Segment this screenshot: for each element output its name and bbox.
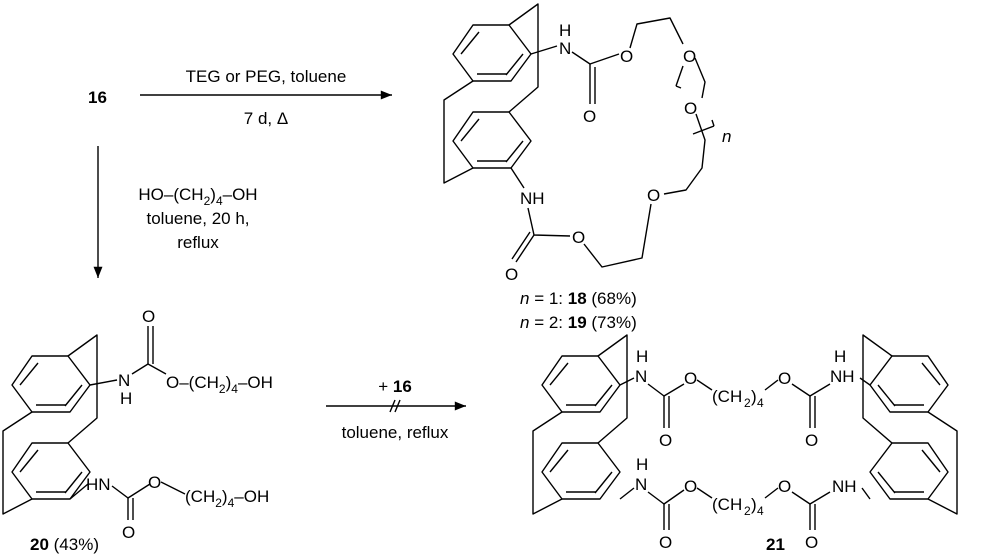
compound-16-label: 16: [88, 88, 107, 107]
svg-text:4: 4: [757, 504, 764, 518]
svg-text:H: H: [120, 389, 132, 408]
svg-text:O: O: [805, 431, 818, 450]
svg-text:N: N: [635, 367, 647, 386]
down-arrow-conditions: reflux: [177, 233, 219, 252]
top-arrow-conditions: TEG or PEG, toluene: [186, 67, 347, 86]
svg-text:N: N: [118, 371, 130, 390]
svg-text:O: O: [659, 431, 672, 450]
svg-text:H: H: [559, 21, 571, 40]
compound-20-label: 20 (43%): [30, 535, 99, 554]
svg-text:NH: NH: [520, 189, 545, 208]
svg-text:O: O: [647, 186, 660, 205]
svg-text:4: 4: [757, 396, 764, 410]
svg-text:O: O: [148, 473, 161, 492]
svg-text:N: N: [635, 475, 647, 494]
svg-text:O: O: [683, 47, 696, 66]
svg-text:O: O: [122, 523, 135, 542]
svg-text:O: O: [805, 533, 818, 552]
svg-text:O: O: [684, 369, 697, 388]
compound-19-label: n = 2: 19 (73%): [520, 313, 637, 332]
svg-text:): ): [751, 495, 757, 514]
svg-text:O: O: [142, 307, 155, 326]
svg-text:O: O: [583, 107, 596, 126]
svg-text:N: N: [559, 39, 571, 58]
compound-20-structure: N H O O–(CH2)4–OH HN O O (CH2)4–OH: [2, 307, 273, 542]
compound-21-label: 21: [766, 535, 785, 554]
svg-text:O: O: [659, 533, 672, 552]
bottom-arrow-conditions: toluene, reflux: [342, 423, 449, 442]
svg-text:O: O: [684, 99, 697, 118]
svg-text:(CH: (CH: [712, 495, 742, 514]
svg-text:O: O: [778, 369, 791, 388]
compound-20-chain-bottom: (CH2)4–OH: [185, 487, 269, 510]
svg-text:H: H: [636, 455, 648, 474]
svg-text:HN: HN: [86, 475, 111, 494]
svg-text:O: O: [778, 477, 791, 496]
svg-text:(CH: (CH: [712, 387, 742, 406]
svg-text:NH: NH: [832, 477, 857, 496]
svg-text:O: O: [505, 265, 518, 284]
compound-18-19-structure: H N O O O O n O O NH O: [443, 3, 731, 284]
svg-text:NH: NH: [830, 367, 855, 386]
top-arrow-time: 7 d, Δ: [244, 109, 288, 128]
svg-text:O: O: [684, 477, 697, 496]
down-arrow-solvent: toluene, 20 h,: [146, 209, 249, 228]
svg-text:2: 2: [744, 504, 751, 518]
svg-text:2: 2: [744, 396, 751, 410]
svg-text:O: O: [620, 47, 633, 66]
svg-text:): ): [751, 387, 757, 406]
compound-18-label: n = 1: 18 (68%): [520, 289, 637, 308]
compound-20-chain-top: O–(CH2)4–OH: [166, 373, 273, 396]
svg-text:n: n: [722, 127, 731, 146]
compound-21-structure: H N O O (CH 2 ) 4 O O NH H H N O O (CH 2…: [532, 334, 958, 552]
bottom-arrow-reagent: + 16: [378, 377, 412, 396]
svg-text:O: O: [572, 228, 585, 247]
svg-text:H: H: [636, 347, 648, 366]
svg-text:H: H: [834, 347, 846, 366]
down-arrow-reagent: HO–(CH2)4–OH: [138, 185, 257, 208]
